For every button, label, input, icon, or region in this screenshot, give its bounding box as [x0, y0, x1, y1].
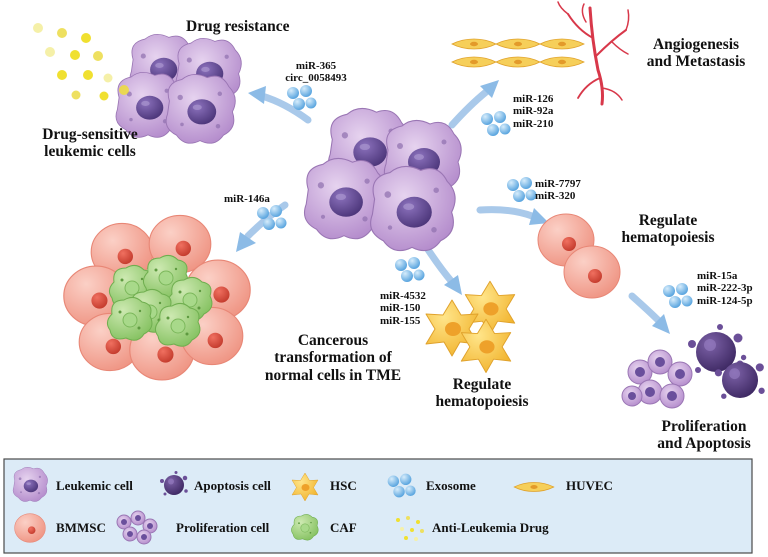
mirna-drug-resistance: miR-365 circ_0058493: [266, 60, 366, 85]
mirna-item: miR-15a: [697, 270, 738, 282]
mirna-item: miR-124-5p: [697, 294, 753, 307]
apoptosis-cluster: [688, 324, 765, 399]
bmmsc-icon: [14, 513, 46, 543]
legend-label-apoptosis-cell: Apoptosis cell: [194, 478, 271, 493]
leukemic-cell-icon: [12, 466, 48, 502]
exosome-bmmsc: [507, 177, 537, 202]
label-line: leukemic cells: [44, 143, 136, 161]
legend-label-hsc: HSC: [330, 478, 357, 493]
drug-particles: [33, 23, 113, 101]
mirna-item: miR-150: [380, 302, 421, 315]
blood-vessel: [557, 1, 630, 106]
caf-icon: [291, 514, 319, 541]
label-line: and Metastasis: [646, 53, 746, 71]
mirna-item: miR-155: [380, 314, 421, 327]
huvec-rows: [451, 38, 585, 68]
legend-label-anti-leukemia-drug: Anti-Leukemia Drug: [432, 520, 549, 535]
label-regulate-hematopoiesis-bmmsc: Regulate hematopoiesis: [608, 212, 728, 247]
mirna-item: miR-146a: [224, 193, 270, 205]
label-line: hematopoiesis: [621, 229, 715, 247]
arrow-to-angiogenesis: [448, 80, 499, 129]
label-line: Regulate: [638, 212, 698, 229]
label-line: Drug-sensitive: [42, 126, 138, 143]
label-line: Proliferation: [661, 418, 747, 435]
label-line: and Apoptosis: [657, 435, 751, 453]
mirna-item: miR-365: [295, 60, 337, 72]
label-line: Regulate: [452, 376, 512, 393]
mirna-caf: miR-146a: [224, 193, 270, 205]
mirna-item: circ_0058493: [285, 72, 347, 85]
label-cancerous-transformation: Cancerous transformation of normal cells…: [258, 332, 408, 384]
mirna-bmmsc: miR-7797 miR-320: [535, 178, 581, 203]
label-angiogenesis: Angiogenesis and Metastasis: [636, 36, 756, 71]
mirna-apoptosis: miR-15a miR-222-3p miR-124-5p: [697, 270, 753, 307]
arrow-to-bmmsc: [476, 206, 549, 225]
drug-icon: [396, 516, 424, 541]
exosome-hsc: [395, 257, 425, 282]
legend-box: [3, 458, 753, 554]
legend-label-proliferation-cell: Proliferation cell: [176, 520, 270, 535]
mirna-item: miR-320: [535, 190, 576, 203]
label-proliferation-apoptosis: Proliferation and Apoptosis: [644, 418, 764, 453]
label-drug-resistance: Drug resistance: [186, 18, 290, 35]
legend-label-bmmsc: BMMSC: [56, 520, 106, 535]
exosome-apoptosis: [663, 283, 693, 308]
label-regulate-hematopoiesis-hsc: Regulate hematopoiesis: [422, 376, 542, 411]
label-line: hematopoiesis: [435, 393, 529, 411]
legend-label-leukemic-cell: Leukemic cell: [56, 478, 133, 493]
exosome-angiogenesis: [481, 111, 511, 136]
arrow-to-hsc: [421, 241, 462, 295]
mirna-item: miR-4532: [380, 290, 426, 302]
proliferation-cluster: [621, 349, 693, 409]
label-line: Angiogenesis: [652, 36, 740, 53]
mirna-item: miR-210: [513, 117, 554, 130]
drug-resistant-cluster: [115, 33, 242, 144]
mirna-item: miR-222-3p: [697, 282, 753, 295]
hsc-cluster: [425, 280, 516, 373]
mirna-hsc: miR-4532 miR-150 miR-155: [380, 290, 426, 327]
mirna-angiogenesis: miR-126 miR-92a miR-210: [513, 93, 553, 130]
mirna-item: miR-126: [513, 93, 554, 105]
legend-label-caf: CAF: [330, 520, 357, 535]
label-line: Cancerous: [297, 332, 369, 349]
label-line: transformation of: [274, 349, 392, 367]
mirna-item: miR-7797: [535, 178, 581, 190]
legend-label-exosome: Exosome: [426, 478, 476, 493]
label-line: normal cells in TME: [264, 366, 402, 384]
proliferation-cell-icon: [116, 510, 158, 545]
arrow-to-drug-resistance: [248, 86, 312, 124]
legend-label-huvec: HUVEC: [566, 478, 613, 493]
arrow-to-apoptosis: [628, 292, 670, 334]
central-leukemic-cluster: [303, 107, 462, 252]
mirna-item: miR-92a: [513, 105, 554, 118]
label-drug-sensitive: Drug-sensitive leukemic cells: [30, 126, 150, 161]
